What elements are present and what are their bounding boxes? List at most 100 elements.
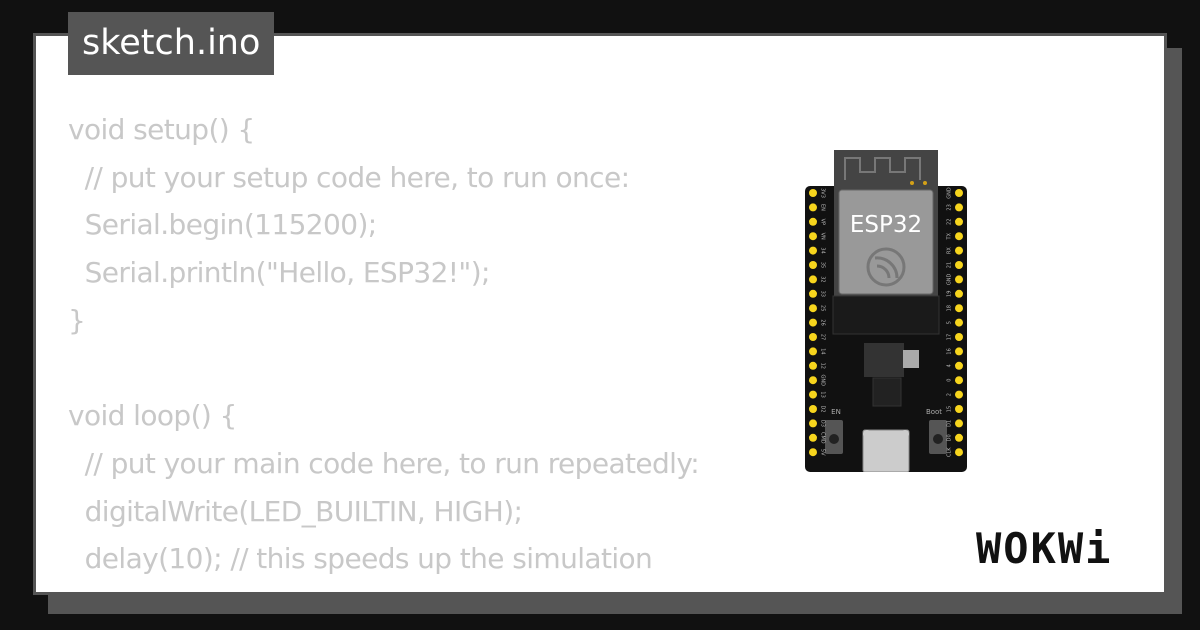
pin-label: 21 (947, 262, 953, 268)
code-line: Serial.begin(115200); (68, 208, 378, 242)
pin-18[interactable] (955, 304, 963, 313)
pin-26[interactable] (809, 318, 817, 327)
pin-33[interactable] (809, 289, 817, 298)
pin-label: GND (947, 274, 953, 286)
pin-label: 25 (820, 305, 826, 311)
pin-label: 17 (947, 334, 953, 340)
pin-label: 26 (820, 319, 826, 325)
pin-label: 32 (820, 276, 826, 282)
pin-2[interactable] (955, 390, 963, 399)
pin-label: D1 (947, 420, 953, 427)
pin-17[interactable] (955, 333, 963, 341)
boot-label: Boot (926, 408, 942, 416)
pin-clk[interactable] (955, 448, 963, 457)
pin-label: EN (820, 204, 826, 211)
pin-label: 18 (947, 305, 953, 311)
code-line: } (68, 583, 699, 592)
pin-32[interactable] (809, 275, 817, 284)
esp32-chip-shield (838, 189, 934, 295)
pin-vp[interactable] (809, 217, 817, 226)
pin-label: 4 (947, 364, 953, 367)
pin-label: 0 (947, 379, 953, 382)
pin-35[interactable] (809, 261, 817, 269)
pin-label: 35 (820, 262, 826, 268)
usb-port[interactable] (862, 429, 910, 472)
pin-label: VP (820, 219, 826, 225)
pin-0[interactable] (955, 376, 963, 385)
pin-label: 5 (947, 321, 953, 324)
pin-label: CMD (820, 432, 826, 444)
pin-label: 34 (820, 247, 826, 253)
pin-rx[interactable] (955, 246, 963, 255)
pin-label: 5V (820, 449, 826, 456)
pin-21[interactable] (955, 261, 963, 269)
file-tab-title: sketch.ino (68, 12, 275, 75)
code-card: void setup() { // put your setup code he… (33, 33, 1167, 595)
en-label: EN (831, 408, 841, 416)
pin-19[interactable] (955, 289, 963, 298)
pin-label: D2 (820, 405, 826, 412)
pin-label: VN (820, 233, 826, 240)
pin-23[interactable] (955, 203, 963, 212)
wokwi-logo: WOKWi (976, 524, 1113, 573)
pin-d0[interactable] (955, 433, 963, 442)
pin-en[interactable] (809, 203, 817, 212)
pin-14[interactable] (809, 347, 817, 356)
pin-tx[interactable] (955, 232, 963, 241)
pin-25[interactable] (809, 304, 817, 313)
pin-label: 33 (820, 291, 826, 297)
code-line: void loop() { (68, 399, 237, 433)
pin-label: TX (947, 232, 953, 240)
pin-label: 22 (947, 219, 953, 225)
pin-gnd[interactable] (809, 376, 817, 385)
pin-label: GND (947, 187, 953, 199)
pin-12[interactable] (809, 361, 817, 370)
pin-27[interactable] (809, 333, 817, 341)
pin-label: 27 (820, 334, 826, 340)
code-editor[interactable]: void setup() { // put your setup code he… (68, 106, 700, 592)
pin-34[interactable] (809, 246, 817, 255)
pin-label: 14 (820, 348, 826, 354)
code-line: Serial.println("Hello, ESP32!"); (68, 256, 491, 290)
pin-label: D0 (947, 434, 953, 441)
pin-4[interactable] (955, 361, 963, 370)
usb-chip (872, 377, 902, 407)
pin-label: RX (947, 247, 953, 254)
pin-d3[interactable] (809, 419, 817, 428)
pin-3v3[interactable] (809, 189, 817, 197)
antenna-trace (844, 157, 921, 180)
pin-label: 3V3 (820, 188, 826, 198)
pin-label: D3 (820, 420, 826, 427)
espressif-logo-icon (866, 247, 906, 287)
chip-label: ESP32 (850, 212, 922, 238)
pin-label: 16 (947, 348, 953, 354)
pin-gnd[interactable] (955, 275, 963, 284)
code-line: delay(10); // this speeds up the simulat… (68, 542, 653, 576)
pin-label: CLK (947, 447, 953, 457)
pin-22[interactable] (955, 217, 963, 226)
code-line: // put your main code here, to run repea… (68, 446, 700, 480)
pin-label: 2 (947, 393, 953, 396)
pin-label: 23 (947, 204, 953, 210)
code-line: digitalWrite(LED_BUILTIN, HIGH); (68, 494, 523, 528)
pin-label: 19 (947, 291, 953, 297)
code-line: void setup() { (68, 113, 255, 146)
pin-d2[interactable] (809, 405, 817, 413)
pin-5[interactable] (955, 318, 963, 327)
pin-label: 12 (820, 363, 826, 369)
pin-16[interactable] (955, 347, 963, 356)
pin-label: 13 (820, 391, 826, 397)
pin-5v[interactable] (809, 448, 817, 457)
code-line: } (68, 303, 86, 337)
regulator (864, 343, 904, 377)
pin-cmd[interactable] (809, 433, 817, 442)
pin-label: GND (820, 374, 826, 386)
code-line (68, 345, 699, 393)
pin-vn[interactable] (809, 232, 817, 241)
pin-13[interactable] (809, 390, 817, 399)
pin-gnd[interactable] (955, 189, 963, 197)
esp32-board[interactable]: ESP32 EN Boot 3V3ENVPVN34353233252627141… (805, 150, 967, 472)
pin-label: 15 (947, 406, 953, 412)
pin-d1[interactable] (955, 419, 963, 428)
pin-15[interactable] (955, 405, 963, 413)
